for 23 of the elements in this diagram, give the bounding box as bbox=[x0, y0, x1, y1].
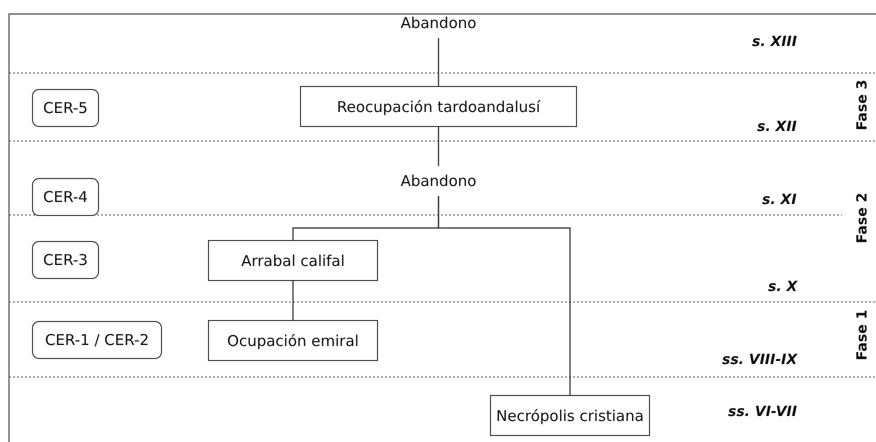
phase-box: Ocupación emiral bbox=[208, 320, 378, 361]
phase-label: Fase 2 bbox=[854, 192, 870, 244]
century-label: ss. VI-VII bbox=[728, 404, 797, 420]
connector-line bbox=[438, 38, 440, 86]
connector-line bbox=[292, 281, 294, 320]
pottery-group-tag: CER-4 bbox=[32, 178, 99, 216]
phase-label: Fase 3 bbox=[854, 80, 870, 130]
phase-box: Arrabal califal bbox=[208, 240, 378, 281]
century-label: s. X bbox=[768, 279, 798, 295]
phase-box: Necrópolis cristiana bbox=[490, 395, 650, 436]
pottery-group-tag: CER-3 bbox=[32, 241, 99, 279]
pottery-group-tag: CER-1 / CER-2 bbox=[32, 321, 162, 359]
century-label: s. XII bbox=[757, 119, 797, 135]
century-label: s. XIII bbox=[752, 34, 797, 50]
connector-line bbox=[438, 127, 440, 166]
phase-box: Reocupación tardoandalusí bbox=[300, 86, 577, 127]
century-label: ss. VIII-IX bbox=[722, 352, 798, 368]
phase-label: Fase 1 bbox=[854, 310, 870, 360]
connector-line bbox=[438, 196, 571, 395]
century-label: s. XI bbox=[762, 192, 797, 208]
stage-label: Abandono bbox=[398, 166, 479, 196]
pottery-group-tag: CER-5 bbox=[32, 89, 99, 127]
stage-label: Abandono bbox=[398, 8, 479, 38]
